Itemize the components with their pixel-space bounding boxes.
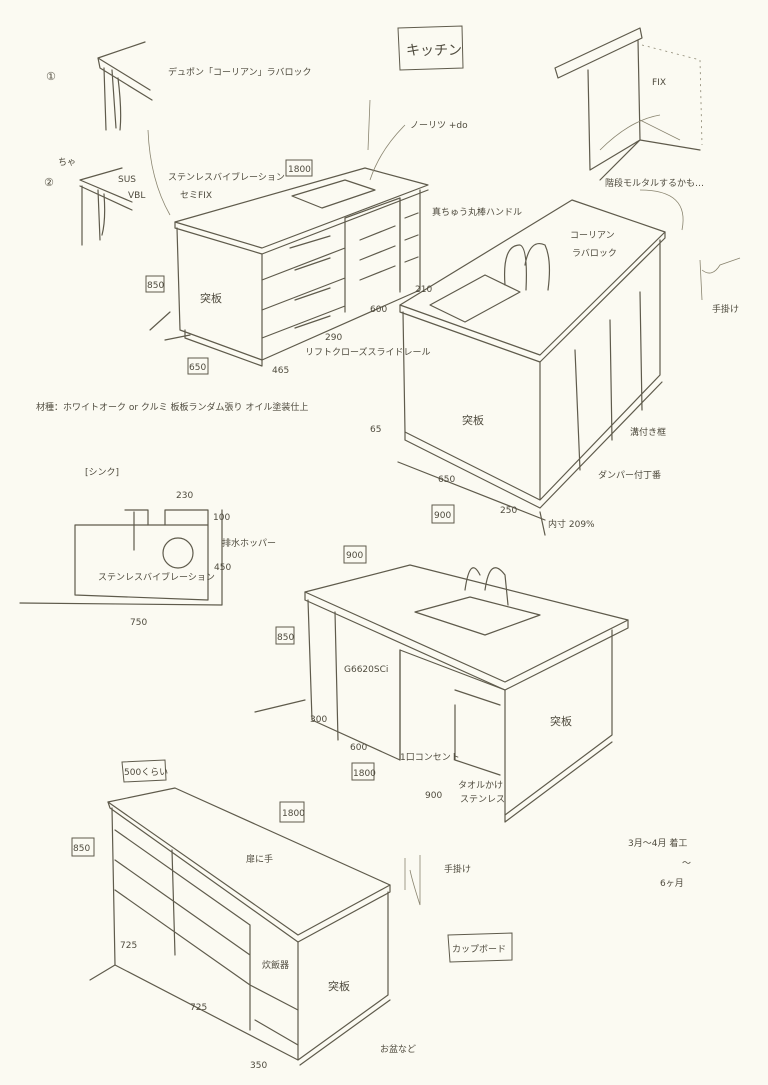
sink-island-side: 突板 [462,413,484,427]
island-1-dim-210: 210 [415,285,432,295]
stair-view [554,27,703,231]
fix-label: FIX [652,78,666,88]
schedule-start: 3月〜4月 着工 [628,837,687,849]
island-1-dim-465: 465 [272,366,289,376]
sink-drain: 排水ホッパー [222,537,276,549]
island-2-dim-600: 600 [350,743,367,753]
towel-label-2: ステンレス [460,794,505,805]
island-1-width: 1800 [288,165,311,175]
sink-title: [シンク] [85,467,119,478]
island-2-drawing [254,564,629,823]
dim-250: 250 [500,506,517,516]
island-2-dim-300: 300 [310,715,327,725]
island-sink-view [397,199,741,536]
title: キッチン [406,43,462,59]
island-1-depth: 650 [189,363,206,373]
island-1-handle: 真ちゅう丸棒ハンドル [432,206,522,218]
cupboard-dim-725b: 725 [190,1003,207,1013]
handle-label: 手掛け [712,303,739,315]
cupboard-handle: 手掛け [444,863,471,875]
island-1-drawing [147,99,429,367]
option-1-number: ① [46,70,56,83]
sink-dim-100: 100 [213,513,230,523]
schedule-duration: 6ヶ月 [660,878,684,889]
groove-label: 溝付き框 [630,426,666,438]
island-2-width: 1800 [353,769,376,779]
stair-note: 階段モルタルするかも… [605,177,704,189]
inner-dim: 内寸 209% [548,518,595,530]
tray-label: お盆など [380,1043,416,1055]
outlet-label: 1口コンセント [400,752,460,763]
edge-detail-2 [79,167,133,246]
cupboard-width: 1800 [282,809,305,819]
hinge-label: ダンパー付丁番 [598,469,661,481]
dishwasher-model: G6620SCi [344,665,388,675]
island-2-dim-900: 900 [425,791,442,801]
option-2-label: ステンレスバイブレーション [168,171,285,183]
option-2-sus: SUS [118,175,136,185]
cupboard-drawing [89,787,513,1066]
cupboard-label: カップボード [452,944,506,955]
cupboard-dim-350: 350 [250,1061,267,1071]
dim-65: 65 [370,425,381,435]
island-1-rail: リフトクローズスライドレール [305,346,431,358]
cupboard-depth: 500くらい [124,767,168,778]
sink-dim-230: 230 [176,491,193,501]
dim-900: 900 [434,511,451,521]
counter-label-2: ラバロック [572,248,617,259]
schedule-tilde: 〜 [682,859,691,869]
sink-dim-450: 450 [214,563,231,573]
island-2-depth: 900 [346,551,363,561]
counter-label-1: コーリアン [570,231,615,241]
island-2-side: 突板 [550,714,572,728]
cupboard-height: 850 [73,844,90,854]
option-2-number: ② [44,176,54,189]
cupboard-top-note: 扉に手 [246,853,273,865]
sink-detail-drawing [19,509,223,606]
cupboard-side: 突板 [328,979,350,993]
dim-650: 650 [438,475,455,485]
island-2-height: 850 [277,633,294,643]
title-box: キッチン [397,25,464,71]
edge-detail-1 [97,41,153,131]
island-1-cooktop: ノーリツ +do [410,121,468,131]
option-1-label: デュポン「コーリアン」ラバロック [168,66,312,78]
option-2-note: ちゃ [58,157,76,168]
towel-label-1: タオルかけ [458,780,503,791]
option-2-sub: セミFIX [180,190,212,201]
island-1-side: 突板 [200,291,222,305]
cupboard-dim-725a: 725 [120,941,137,951]
sink-finish: ステンレスバイブレーション [98,571,215,583]
island-1-dim-290: 290 [325,333,342,343]
sink-dim-750: 750 [130,618,147,628]
rice-cooker-label: 炊飯器 [262,959,289,971]
material-note: 材種：ホワイトオーク or クルミ 板板ランダム張り オイル塗装仕上 [36,401,308,413]
island-1-dim-600: 600 [370,305,387,315]
island-1-height: 850 [147,281,164,291]
option-2-vbl: VBL [128,191,145,201]
